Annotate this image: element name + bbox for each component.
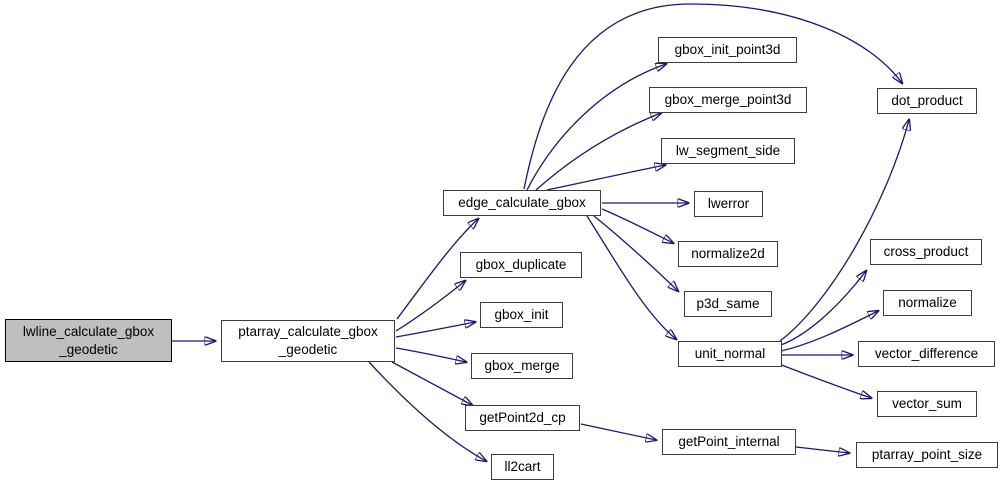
node-ptarray-calculate-gbox-geodetic[interactable]: ptarray_calculate_gbox _geodetic	[221, 320, 395, 362]
node-getpoint2d-cp[interactable]: getPoint2d_cp	[465, 405, 580, 431]
node-ptarray-point-size[interactable]: ptarray_point_size	[856, 442, 998, 468]
node-label: lw_segment_side	[675, 143, 781, 159]
node-label: _geodetic	[278, 342, 338, 357]
node-gbox-merge[interactable]: gbox_merge	[471, 353, 573, 379]
node-gbox-duplicate[interactable]: gbox_duplicate	[460, 252, 582, 278]
node-gbox-init-point3d[interactable]: gbox_init_point3d	[658, 37, 797, 63]
edge-edge-calculate-gbox-to-dot-product	[523, 3, 902, 190]
edge-getpoint2d-cp-to-getpoint-internal	[580, 423, 656, 440]
edge-ptarray-to-gbox-init	[395, 322, 475, 338]
node-label: gbox_init_point3d	[674, 42, 781, 58]
edge-ptarray-to-getpoint2d-cp	[391, 361, 472, 405]
node-label: gbox_merge_point3d	[664, 92, 792, 108]
edge-edge-calculate-gbox-to-lw-segment-side	[546, 165, 665, 191]
edge-unit-normal-to-dot-product	[779, 120, 909, 342]
node-unit-normal[interactable]: unit_normal	[678, 341, 782, 367]
node-getpoint-internal[interactable]: getPoint_internal	[662, 429, 796, 455]
edge-ptarray-to-gbox-merge	[395, 347, 466, 362]
node-label: p3d_same	[696, 296, 760, 312]
node-label: dot_product	[891, 93, 963, 109]
node-lwline-calculate-gbox-geodetic[interactable]: lwline_calculate_gbox _geodetic	[5, 319, 172, 362]
node-label: gbox_duplicate	[475, 257, 567, 273]
node-label: normalize2d	[691, 246, 765, 262]
node-label: edge_calculate_gbox	[458, 195, 586, 211]
node-cross-product[interactable]: cross_product	[870, 239, 982, 265]
node-normalize[interactable]: normalize	[883, 290, 972, 316]
node-label: unit_normal	[694, 346, 766, 362]
node-label: vector_difference	[874, 346, 979, 362]
edge-edge-calculate-gbox-to-gbox-init-point3d	[526, 64, 666, 191]
node-label: getPoint2d_cp	[479, 410, 566, 426]
edge-unit-normal-to-vector-sum	[778, 363, 871, 398]
node-gbox-init[interactable]: gbox_init	[480, 302, 563, 328]
edge-edge-calculate-gbox-to-p3d-same	[593, 215, 678, 291]
node-label: normalize	[898, 295, 957, 311]
node-ll2cart[interactable]: ll2cart	[491, 454, 554, 480]
node-vector-sum[interactable]: vector_sum	[877, 391, 977, 417]
edge-unit-normal-to-cross-product	[780, 271, 866, 346]
node-label: ptarray_calculate_gbox	[238, 324, 378, 340]
edge-edge-calculate-gbox-to-normalize2d	[601, 208, 673, 243]
node-label: lwerror	[707, 196, 750, 212]
node-normalize2d[interactable]: normalize2d	[678, 241, 778, 267]
node-label: ptarray_point_size	[871, 447, 983, 463]
edge-unit-normal-to-normalize	[780, 311, 878, 352]
edge-ptarray-to-edge-calculate-gbox	[396, 219, 478, 320]
edge-getpoint-internal-to-ptarray-point-size	[795, 446, 849, 453]
edge-ptarray-to-gbox-duplicate	[395, 281, 465, 332]
node-gbox-merge-point3d[interactable]: gbox_merge_point3d	[649, 87, 807, 113]
node-dot-product[interactable]: dot_product	[877, 88, 977, 114]
node-label: _geodetic	[59, 341, 118, 357]
node-label: ll2cart	[504, 459, 541, 475]
node-label: gbox_merge	[484, 358, 560, 374]
node-label: vector_sum	[892, 396, 962, 412]
node-label: cross_product	[883, 244, 969, 260]
edge-edge-calculate-gbox-to-unit-normal	[586, 215, 676, 339]
node-p3d-same[interactable]: p3d_same	[684, 291, 772, 317]
node-label: getPoint_internal	[678, 434, 780, 450]
node-label: lwline_calculate_gbox	[22, 323, 155, 339]
node-vector-difference[interactable]: vector_difference	[858, 341, 995, 367]
node-edge-calculate-gbox[interactable]: edge_calculate_gbox	[443, 190, 601, 216]
node-lw-segment-side[interactable]: lw_segment_side	[661, 138, 795, 164]
edge-ptarray-to-ll2cart	[368, 361, 486, 461]
node-label: gbox_init	[494, 307, 549, 323]
edge-edge-calculate-gbox-to-gbox-merge-point3d	[535, 113, 661, 191]
node-lwerror[interactable]: lwerror	[694, 191, 763, 217]
